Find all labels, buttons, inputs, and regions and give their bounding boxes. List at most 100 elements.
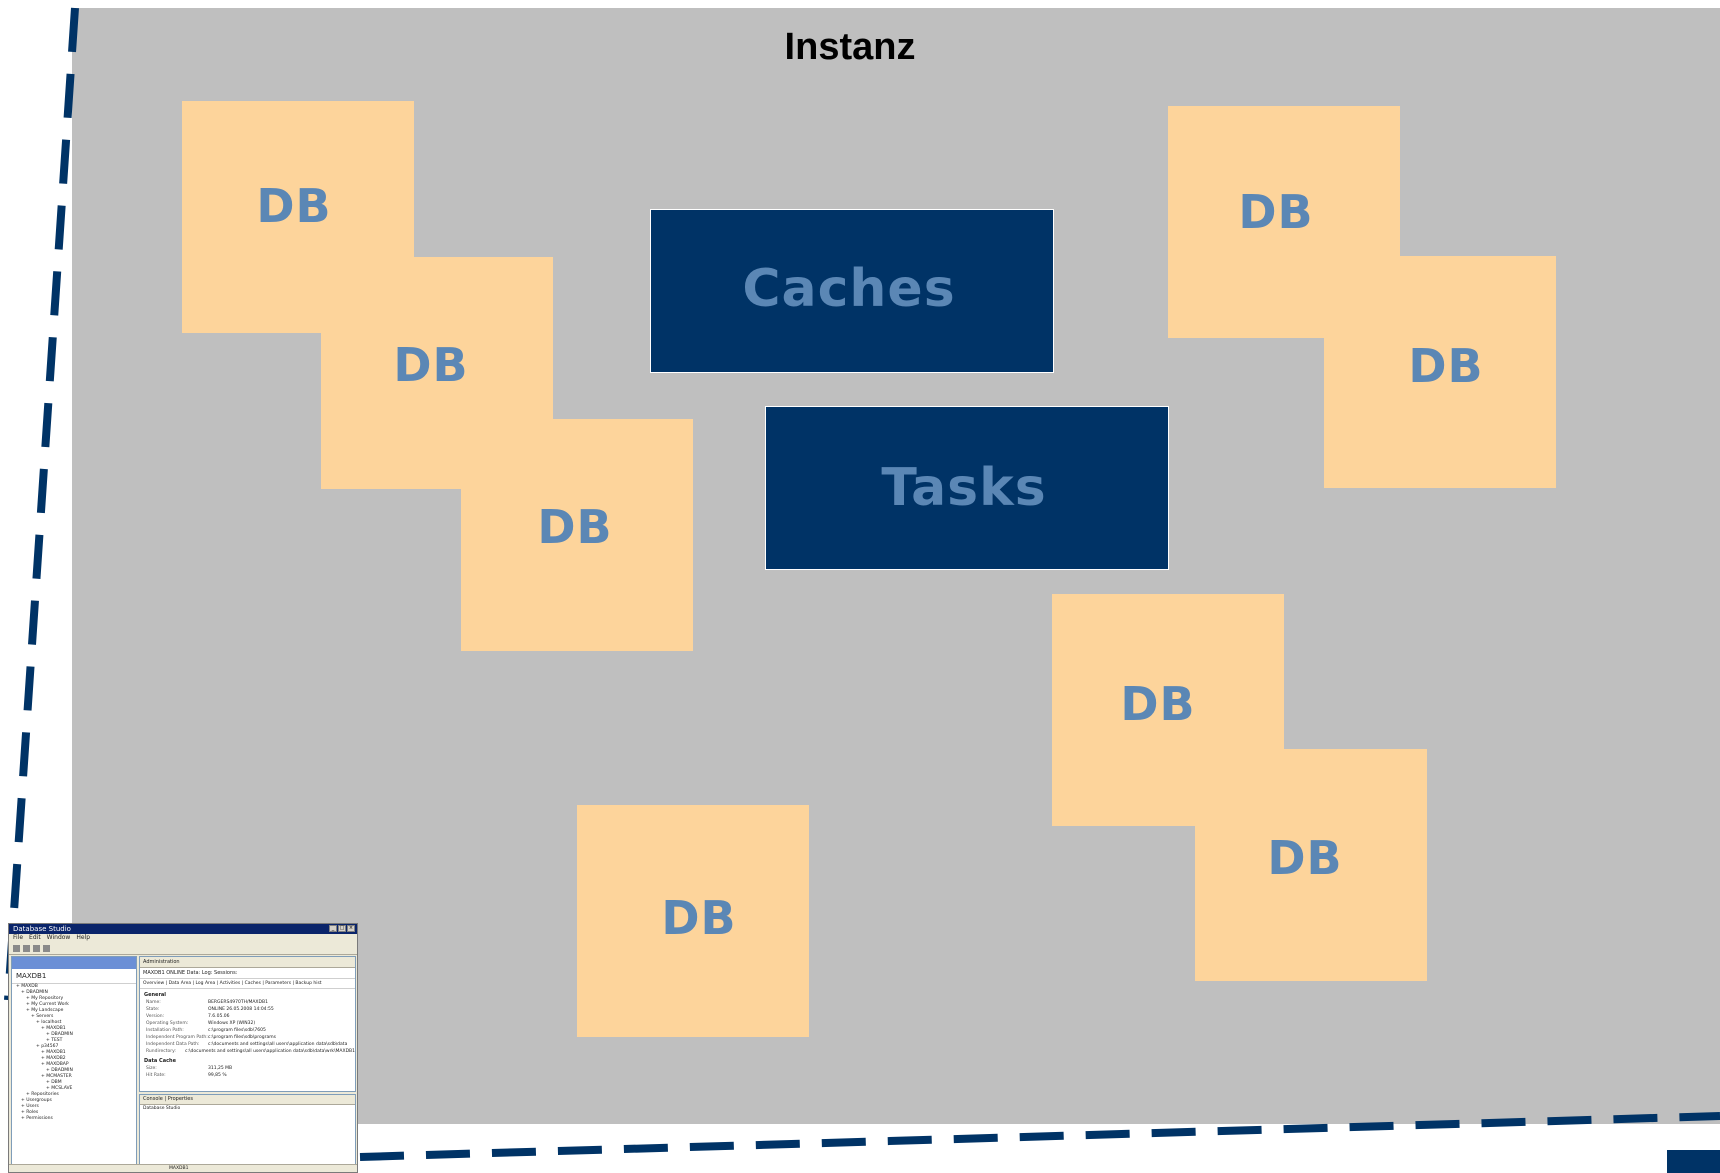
- thumb-menubar: File Edit Window Help: [9, 934, 357, 942]
- thumb-console-text: Database Studio: [143, 1106, 181, 1111]
- thumb-cache-rows: Size: 311,25 MB Hit Rate: 99,85 %: [140, 1065, 355, 1079]
- toolbar-icon: [23, 944, 30, 952]
- thumb-tree-item: + DBADMIN: [46, 1032, 73, 1037]
- db-box: DB: [1324, 256, 1556, 488]
- thumb-property-value: ONLINE 26.05.2008 14:04:55: [208, 1007, 274, 1012]
- db-box: DB: [1195, 749, 1427, 981]
- thumb-section-cache: Data Cache: [144, 1058, 176, 1064]
- thumb-property-key: Operating System:: [146, 1021, 189, 1026]
- thumb-property-key: Rundirectory:: [146, 1049, 176, 1054]
- thumb-tree-item: + localhost: [36, 1020, 62, 1025]
- thumb-tree-item: + p34567: [36, 1044, 59, 1049]
- thumb-admin-header: Administration: [140, 957, 355, 968]
- tasks-label: Tasks: [881, 458, 1047, 518]
- thumb-property-row: Size: 311,25 MB: [140, 1065, 355, 1072]
- thumb-property-row: Rundirectory: c:\documents and settings\a…: [140, 1048, 355, 1055]
- thumb-tree: + MAXDB+ DBADMIN+ My Repository+ My Curr…: [12, 984, 136, 1122]
- db-label: DB: [1238, 185, 1314, 239]
- thumb-menu-item: Edit: [29, 934, 41, 941]
- thumb-menu-item: Window: [46, 934, 71, 941]
- thumb-titlebar: Database Studio _ □ ×: [9, 924, 357, 934]
- thumb-property-key: Hit Rate:: [146, 1073, 166, 1078]
- thumb-property-row: Name: BERGERS4970TH/MAXDB1: [140, 999, 355, 1006]
- thumb-menu-item: File: [13, 934, 24, 941]
- thumb-property-row: Independent Data Path: c:\documents and s…: [140, 1041, 355, 1048]
- thumb-tree-item: + My Repository: [26, 996, 64, 1001]
- thumb-tree-item: + Permissions: [21, 1116, 53, 1121]
- thumb-property-value: 311,25 MB: [208, 1066, 233, 1071]
- toolbar-icon: [13, 944, 20, 952]
- thumb-property-key: Name:: [146, 1000, 161, 1005]
- thumb-window-title: Database Studio: [13, 925, 71, 933]
- thumb-tree-item: + DBADMIN: [21, 990, 48, 995]
- db-label: DB: [256, 179, 332, 233]
- thumb-property-key: Installation Path:: [146, 1028, 184, 1033]
- tasks-box: Tasks: [765, 406, 1169, 570]
- thumb-tree-item: + MCMASTER: [41, 1074, 72, 1079]
- thumb-section-general: General: [144, 992, 166, 998]
- thumb-tree-item: + Servers: [31, 1014, 54, 1019]
- db-label: DB: [393, 338, 469, 392]
- database-studio-thumbnail: Database Studio _ □ × File Edit Window H…: [8, 923, 358, 1173]
- thumb-admin-status: MAXDB1 ONLINE Data: Log: Sessions:: [140, 968, 355, 979]
- thumb-property-row: Installation Path: c:\program files\sdb\7…: [140, 1027, 355, 1034]
- thumb-property-value: Windows XP (WIN32): [208, 1021, 256, 1026]
- thumb-admin-tabs: Overview | Data Area | Log Area | Activi…: [140, 979, 355, 989]
- thumb-tree-item: + MAXDB2: [41, 1056, 66, 1061]
- db-label: DB: [1267, 831, 1343, 885]
- thumb-tree-item: + MAXDB1: [41, 1026, 66, 1031]
- dashed-border-left: [4, 7, 79, 1001]
- thumb-property-value: 7.6.05.06: [208, 1014, 230, 1019]
- thumb-console-panel: Console | Properties Database Studio: [139, 1094, 356, 1168]
- thumb-property-value: c:\program files\sdb\7605: [208, 1028, 266, 1033]
- thumb-tree-item: + DBADMIN: [46, 1068, 73, 1073]
- db-label: DB: [1408, 339, 1484, 393]
- thumb-tree-item: + Roles: [21, 1110, 39, 1115]
- thumb-tree-item: + MAXDBAP: [41, 1062, 69, 1067]
- thumb-tree-item: + My Landscape: [26, 1008, 64, 1013]
- thumb-property-key: Size:: [146, 1066, 157, 1071]
- toolbar-icon: [33, 944, 40, 952]
- toolbar-icon: [43, 944, 50, 952]
- thumb-window-buttons: _ □ ×: [329, 925, 355, 932]
- corner-decoration: [1667, 1150, 1720, 1173]
- thumb-property-row: Independent Program Path:c:\program file…: [140, 1034, 355, 1041]
- thumb-tree-item: + Users: [21, 1104, 39, 1109]
- thumb-property-row: State: ONLINE 26.05.2008 14:04:55: [140, 1006, 355, 1013]
- thumb-property-row: Hit Rate: 99,85 %: [140, 1072, 355, 1079]
- thumb-property-value: c:\documents and settings\all users\appl…: [208, 1042, 348, 1047]
- db-label: DB: [1120, 677, 1196, 731]
- thumb-tree-item: + Repositories: [26, 1092, 59, 1097]
- thumb-property-key: Independent Data Path:: [146, 1042, 200, 1047]
- db-box: DB: [577, 805, 809, 1037]
- caches-label: Caches: [742, 259, 956, 319]
- thumb-property-row: Operating System: Windows XP (WIN32): [140, 1020, 355, 1027]
- thumb-tree-item: + TEST: [46, 1038, 63, 1043]
- thumb-tree-item: + My Current Work: [26, 1002, 69, 1007]
- thumb-property-key: State:: [146, 1007, 160, 1012]
- thumb-property-value: c:\program files\sdb\programs: [208, 1035, 276, 1040]
- thumb-explorer-panel: MAXDB1 + MAXDB+ DBADMIN+ My Repository+ …: [11, 956, 137, 1168]
- thumb-tree-item: + MAXDB1: [41, 1050, 66, 1055]
- close-icon: ×: [347, 925, 355, 932]
- instance-title: Instanz: [784, 26, 916, 68]
- thumb-property-value: BERGERS4970TH/MAXDB1: [208, 1000, 268, 1005]
- thumb-statusbar: MAXDB1: [9, 1164, 357, 1172]
- db-label: DB: [537, 500, 613, 554]
- thumb-toolbar: [9, 942, 357, 955]
- minimize-icon: _: [329, 925, 337, 932]
- thumb-tree-title: MAXDB1: [12, 969, 136, 984]
- caches-box: Caches: [650, 209, 1054, 373]
- thumb-tree-item: + MCSLAVE: [46, 1086, 73, 1091]
- maximize-icon: □: [338, 925, 346, 932]
- thumb-property-value: 99,85 %: [208, 1073, 227, 1078]
- thumb-menu-item: Help: [76, 934, 91, 941]
- thumb-property-value: c:\documents and settings\all users\appl…: [185, 1049, 355, 1054]
- thumb-property-row: Version: 7.6.05.06: [140, 1013, 355, 1020]
- thumb-property-key: Version:: [146, 1014, 165, 1019]
- thumb-tree-item: + MAXDB: [16, 984, 38, 989]
- db-label: DB: [661, 891, 737, 945]
- thumb-explorer-header: [12, 957, 136, 969]
